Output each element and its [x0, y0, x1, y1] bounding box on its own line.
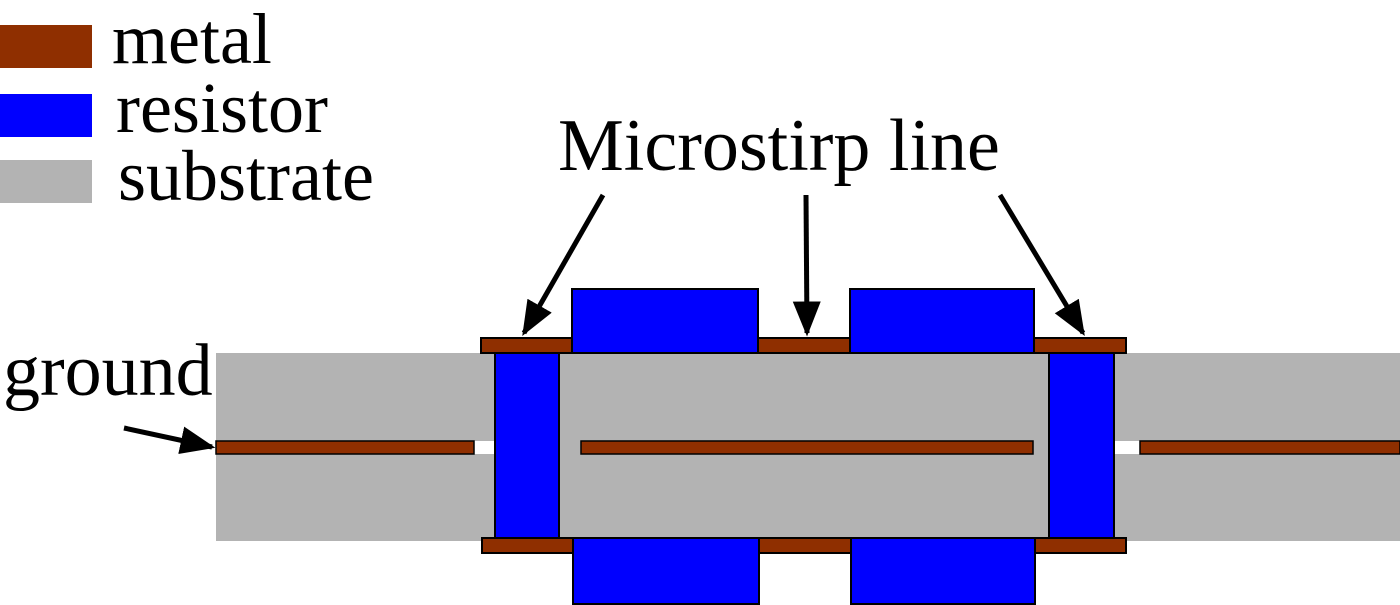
legend: metal resistor substrate — [0, 0, 374, 216]
ground-segment-right — [1139, 440, 1400, 455]
bottom-resistor-left — [572, 537, 760, 605]
ground-segment-left — [215, 440, 475, 455]
ground-label: ground — [3, 330, 213, 412]
legend-swatch-resistor — [0, 94, 92, 137]
top-resistor-left — [571, 288, 759, 354]
legend-swatch-substrate — [0, 160, 92, 203]
top-metal-middle — [757, 337, 851, 354]
top-metal-left — [480, 337, 573, 354]
arrow-microstrip-left — [521, 193, 606, 337]
bottom-metal-left — [481, 537, 574, 554]
arrow-ground — [123, 425, 216, 455]
top-resistor-right — [849, 288, 1035, 354]
ground-plane — [215, 440, 1400, 455]
bottom-metal-middle — [758, 537, 852, 554]
top-metal-right — [1033, 337, 1127, 354]
vertical-resistor-left — [494, 352, 560, 542]
legend-label-resistor: resistor — [116, 68, 328, 148]
bottom-resistor-right — [850, 537, 1036, 605]
microstrip-line-label: Microstirp line — [558, 105, 1000, 187]
arrow-microstrip-right — [997, 193, 1086, 336]
bottom-metal-right — [1033, 537, 1127, 554]
legend-label-metal: metal — [112, 0, 272, 79]
ground-segment-middle — [580, 440, 1034, 455]
legend-swatch-metal — [0, 25, 92, 68]
arrow-microstrip-middle — [792, 194, 821, 337]
vertical-resistor-right — [1048, 352, 1115, 542]
legend-label-substrate: substrate — [118, 136, 374, 216]
